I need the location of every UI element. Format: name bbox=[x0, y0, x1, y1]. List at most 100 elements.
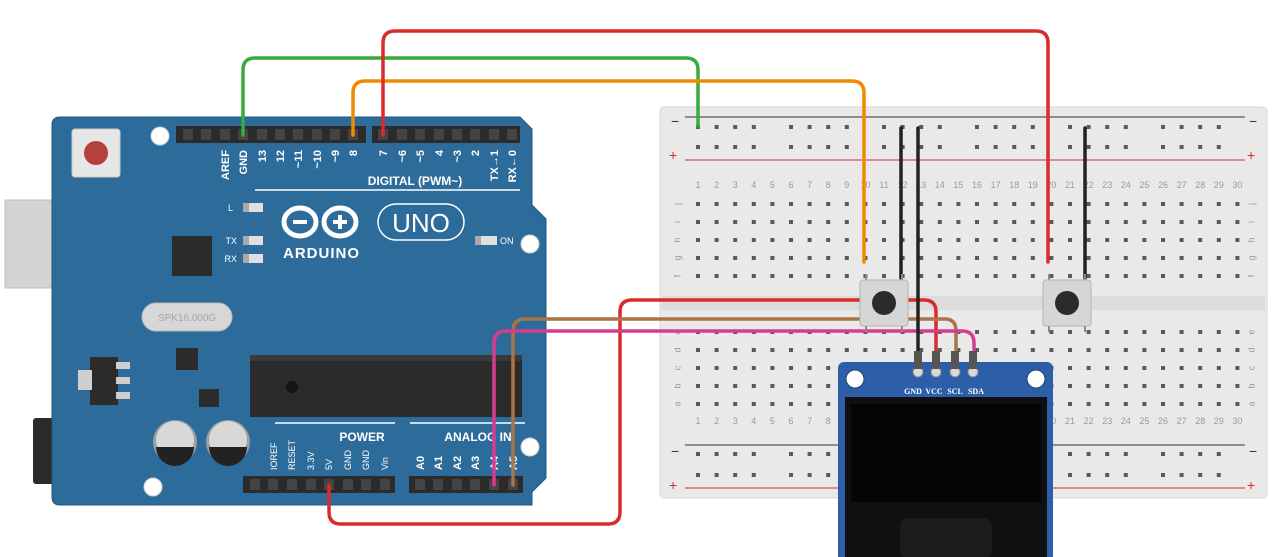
header-socket[interactable] bbox=[287, 479, 297, 490]
header-socket[interactable] bbox=[312, 129, 322, 140]
breadboard-hole bbox=[1216, 384, 1221, 388]
header-socket[interactable] bbox=[220, 129, 230, 140]
breadboard-hole bbox=[1068, 202, 1072, 206]
header-socket[interactable] bbox=[257, 129, 267, 140]
header-socket[interactable] bbox=[397, 129, 407, 140]
wire-red-pin7[interactable] bbox=[381, 29, 1050, 264]
breadboard-hole bbox=[844, 238, 849, 242]
header-socket[interactable] bbox=[293, 129, 303, 140]
header-socket[interactable] bbox=[415, 129, 425, 140]
wire-pink-a4[interactable] bbox=[492, 329, 976, 487]
header-socket[interactable] bbox=[268, 479, 278, 490]
breadboard-hole bbox=[1123, 366, 1128, 370]
breadboard-hole bbox=[1161, 202, 1165, 206]
breadboard-hole bbox=[714, 220, 719, 224]
digital-pin-label: RX←0 bbox=[507, 150, 519, 182]
usb-chip bbox=[172, 236, 212, 276]
breadboard-hole bbox=[900, 125, 905, 129]
breadboard-hole bbox=[1105, 473, 1110, 477]
breadboard-hole bbox=[826, 238, 831, 242]
header-socket[interactable] bbox=[470, 479, 480, 490]
header-socket[interactable] bbox=[470, 129, 480, 140]
digital-pin-label: ~9 bbox=[330, 150, 342, 163]
digital-header-label: DIGITAL (PWM~) bbox=[368, 174, 463, 188]
pushbutton-2[interactable] bbox=[1042, 274, 1092, 332]
wire-red-5v[interactable] bbox=[327, 298, 938, 526]
rail-plus-label-tl: + bbox=[669, 147, 677, 163]
breadboard-hole bbox=[1142, 202, 1147, 206]
breadboard-row-label: g bbox=[672, 255, 682, 260]
breadboard-hole bbox=[826, 145, 831, 149]
power-pin-label: GND bbox=[343, 450, 353, 471]
breadboard-hole bbox=[919, 238, 924, 242]
header-socket[interactable] bbox=[380, 479, 390, 490]
header-socket[interactable] bbox=[489, 129, 499, 140]
breadboard-hole bbox=[975, 256, 979, 260]
power-pin-label: RESET bbox=[287, 439, 297, 470]
header-socket[interactable] bbox=[183, 129, 193, 140]
breadboard-column-label: 6 bbox=[788, 180, 793, 190]
breadboard-hole bbox=[937, 145, 942, 149]
breadboard-hole bbox=[789, 238, 793, 242]
breadboard-hole bbox=[1123, 220, 1128, 224]
breadboard-hole bbox=[882, 348, 886, 352]
breadboard-hole bbox=[789, 384, 793, 388]
breadboard-hole bbox=[1216, 220, 1221, 224]
breadboard-column-label: 22 bbox=[1084, 180, 1094, 190]
breadboard-hole bbox=[696, 256, 700, 260]
breadboard-hole bbox=[807, 366, 812, 370]
header-socket[interactable] bbox=[433, 479, 443, 490]
arduino-brand: ARDUINO bbox=[283, 245, 360, 262]
reset-button-cap[interactable] bbox=[84, 141, 108, 165]
breadboard-hole bbox=[1012, 145, 1017, 149]
breadboard-hole bbox=[919, 348, 924, 352]
header-socket[interactable] bbox=[361, 479, 371, 490]
breadboard-hole bbox=[1012, 238, 1017, 242]
header-socket[interactable] bbox=[250, 479, 260, 490]
breadboard-hole bbox=[751, 366, 756, 370]
breadboard-column-label: 29 bbox=[1214, 180, 1224, 190]
wire-orange-pin8[interactable] bbox=[351, 79, 866, 264]
breadboard-hole bbox=[1030, 256, 1035, 260]
pushbutton-1[interactable] bbox=[859, 274, 909, 332]
header-socket[interactable] bbox=[343, 479, 353, 490]
breadboard-hole bbox=[1049, 238, 1054, 242]
breadboard-hole bbox=[1216, 256, 1221, 260]
breadboard-hole bbox=[1216, 473, 1221, 477]
breadboard-hole bbox=[1086, 256, 1091, 260]
header-socket[interactable] bbox=[306, 479, 316, 490]
digital-pin-label: 12 bbox=[275, 150, 287, 162]
breadboard-hole bbox=[733, 125, 738, 129]
breadboard-hole bbox=[1086, 473, 1091, 477]
header-socket[interactable] bbox=[452, 129, 462, 140]
breadboard-hole bbox=[993, 256, 998, 260]
breadboard-hole bbox=[1179, 452, 1184, 456]
breadboard-hole bbox=[993, 348, 998, 352]
header-socket[interactable] bbox=[201, 129, 211, 140]
breadboard-hole bbox=[1049, 348, 1054, 352]
breadboard-hole bbox=[1161, 402, 1165, 406]
breadboard-row-label: a bbox=[672, 401, 682, 406]
breadboard-hole bbox=[826, 452, 831, 456]
breadboard-hole bbox=[1086, 402, 1091, 406]
breadboard-hole bbox=[733, 274, 738, 278]
breadboard-column-label: 8 bbox=[826, 180, 831, 190]
breadboard-hole bbox=[696, 384, 700, 388]
breadboard-hole bbox=[789, 274, 793, 278]
header-socket[interactable] bbox=[434, 129, 444, 140]
breadboard-hole bbox=[1068, 238, 1072, 242]
header-socket[interactable] bbox=[507, 129, 517, 140]
breadboard-column-label: 11 bbox=[879, 180, 888, 190]
breadboard-hole bbox=[1235, 202, 1240, 206]
wire-brown-a5[interactable] bbox=[511, 317, 958, 487]
wire-green-gnd[interactable] bbox=[241, 56, 700, 137]
breadboard-hole bbox=[1123, 384, 1128, 388]
oled-pin-gnd: GND bbox=[904, 387, 922, 396]
header-socket[interactable] bbox=[415, 479, 425, 490]
oled-pins bbox=[912, 351, 979, 378]
header-socket[interactable] bbox=[330, 129, 340, 140]
breadboard-column-label: 24 bbox=[1121, 416, 1131, 426]
header-socket[interactable] bbox=[275, 129, 285, 140]
breadboard-hole bbox=[1086, 452, 1091, 456]
header-socket[interactable] bbox=[452, 479, 462, 490]
